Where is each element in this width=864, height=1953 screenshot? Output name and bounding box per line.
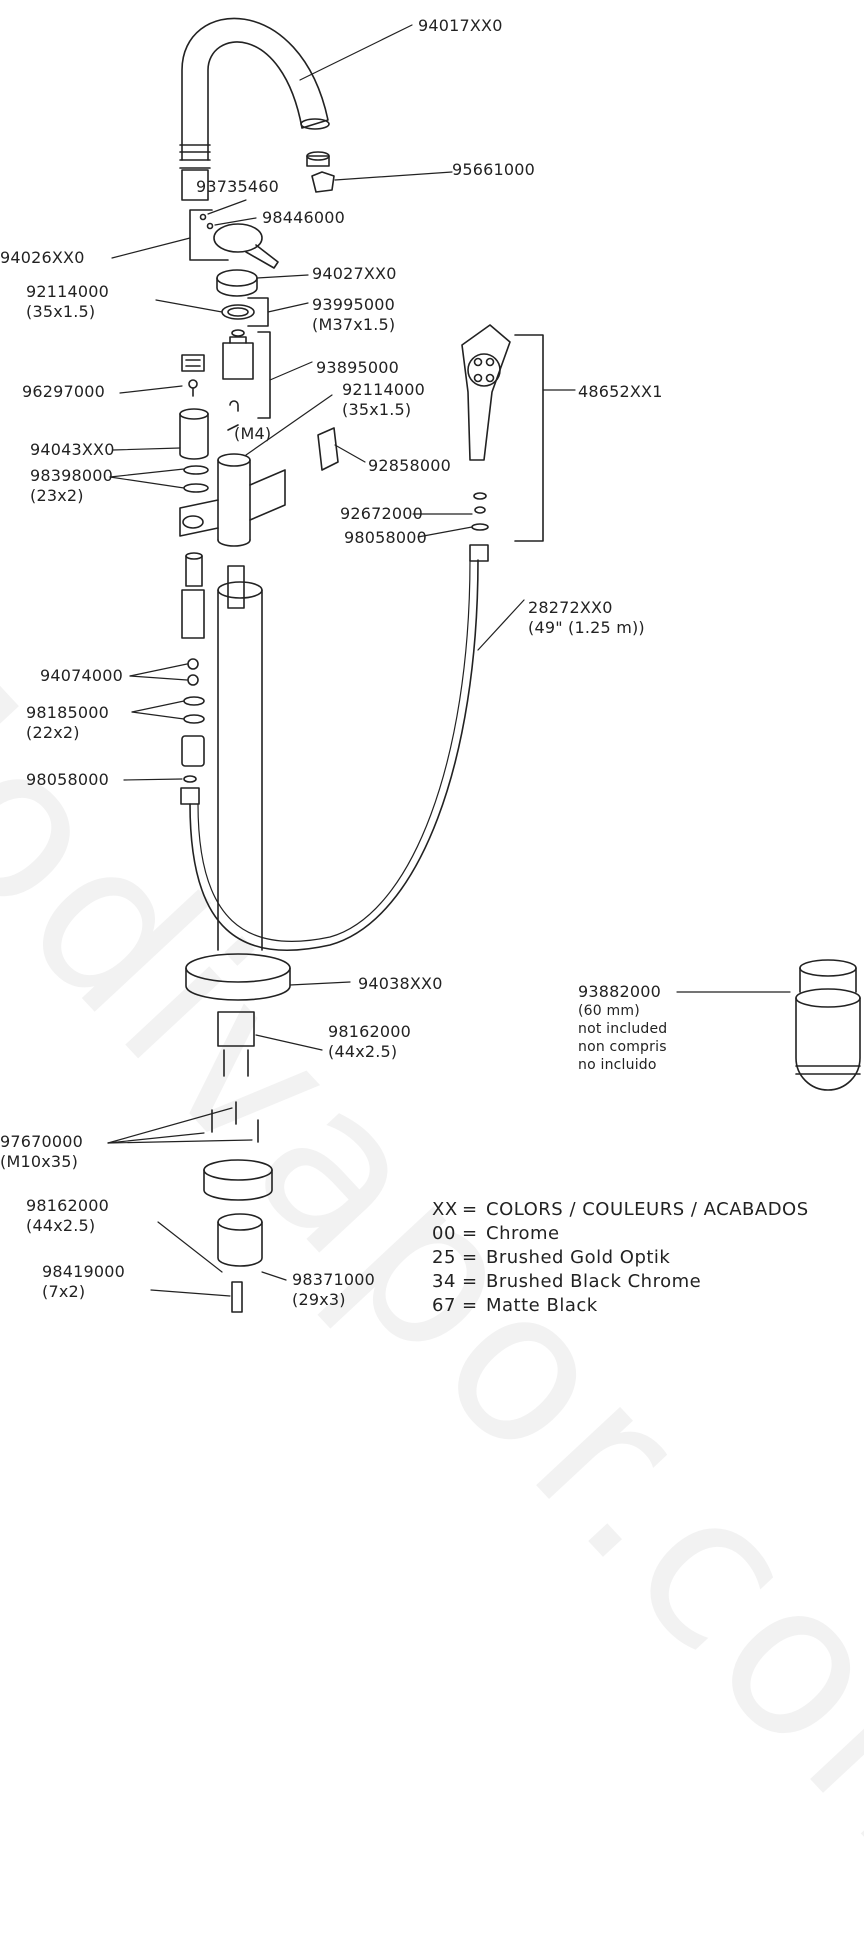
extension-part bbox=[795, 959, 861, 1091]
label-orings-23: 98398000(23x2) bbox=[30, 466, 114, 505]
riser-part bbox=[217, 565, 263, 951]
cartridge-part bbox=[222, 329, 271, 419]
legend-row: 00=Chrome bbox=[432, 1223, 560, 1244]
label-base-plate: 94038XX0 bbox=[358, 974, 443, 993]
hose-part bbox=[189, 559, 479, 952]
legend-row: 67=Matte Black bbox=[432, 1295, 598, 1316]
label-oring-44a: 98162000(44x2.5) bbox=[328, 1022, 412, 1061]
handshower-part bbox=[461, 324, 544, 542]
legend-row: XX=COLORS / COULEURS / ACABADOS bbox=[432, 1199, 809, 1220]
mixer-body-part bbox=[179, 453, 286, 547]
cover-part bbox=[216, 269, 258, 297]
label-nut: 93995000(M37x1.5) bbox=[312, 295, 396, 334]
label-oring-top: 92114000(35x1.5) bbox=[26, 282, 110, 321]
diverter-part bbox=[181, 354, 205, 397]
sleeve-part bbox=[179, 408, 209, 460]
label-cover: 94027XX0 bbox=[312, 264, 397, 283]
label-screws: 97670000(M10x35) bbox=[0, 1132, 84, 1171]
label-cartridge: 93895000 bbox=[316, 358, 400, 377]
label-sleeve: 94043XX0 bbox=[30, 440, 115, 459]
label-oring-7: 98419000(7x2) bbox=[42, 1262, 126, 1301]
label-aerator: 95661000 bbox=[452, 160, 536, 179]
label-check-valves: 94074000 bbox=[40, 666, 124, 685]
label-orings-22: 98185000(22x2) bbox=[26, 703, 110, 742]
label-washer-top: 98058000 bbox=[344, 528, 428, 547]
label-oring-mid: 92114000(35x1.5) bbox=[342, 380, 426, 419]
label-m4: (M4) bbox=[234, 424, 272, 443]
label-hose: 28272XX0(49" (1.25 m)) bbox=[528, 598, 645, 637]
check-valve-body bbox=[181, 552, 205, 639]
label-clip: 92858000 bbox=[368, 456, 452, 475]
label-extension: 93882000 (60 mm) not included non compri… bbox=[578, 982, 668, 1073]
legend-row: 25=Brushed Gold Optik bbox=[432, 1247, 671, 1268]
base-plate-part bbox=[185, 953, 291, 1001]
aerator-part bbox=[306, 151, 335, 193]
label-handshower: 48652XX1 bbox=[578, 382, 663, 401]
nut-part bbox=[221, 297, 269, 327]
bottom-fittings bbox=[203, 1011, 273, 1313]
label-set-screw: 93735460 bbox=[196, 177, 280, 196]
spout-part bbox=[179, 17, 330, 201]
label-oring-44b: 98162000(44x2.5) bbox=[26, 1196, 110, 1235]
label-spout: 94017XX0 bbox=[418, 16, 503, 35]
label-diverter: 96297000 bbox=[22, 382, 106, 401]
label-screw-cap: 98446000 bbox=[262, 208, 346, 227]
label-oring-29: 98371000(29x3) bbox=[292, 1270, 376, 1309]
legend-row: 34=Brushed Black Chrome bbox=[432, 1271, 702, 1292]
exploded-parts-diagram bbox=[107, 17, 861, 1313]
label-flow-limiter: 92672000 bbox=[340, 504, 424, 523]
color-legend: XX=COLORS / COULEURS / ACABADOS 00=Chrom… bbox=[432, 1198, 809, 1318]
handle-part bbox=[189, 209, 279, 269]
label-handle: 94026XX0 bbox=[0, 248, 85, 267]
label-washer-bottom: 98058000 bbox=[26, 770, 110, 789]
